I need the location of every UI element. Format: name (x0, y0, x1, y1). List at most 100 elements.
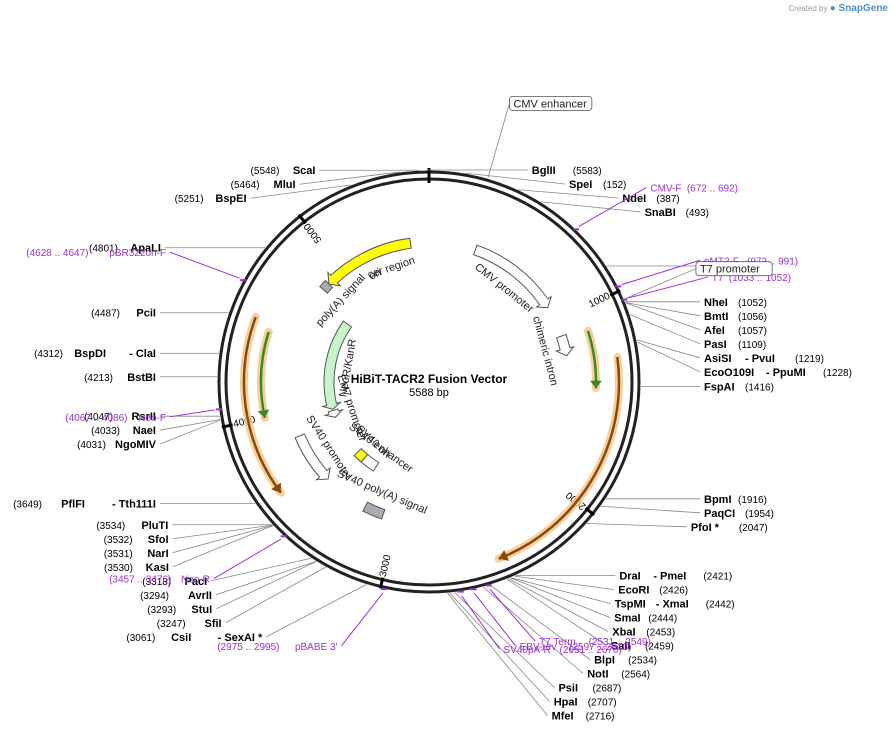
orf-arc[interactable] (259, 331, 270, 419)
orf-arc[interactable] (242, 316, 282, 494)
feature-chimeric-intron[interactable] (554, 333, 576, 357)
primer-name: T7 Term (539, 637, 576, 648)
site-position: (2421) (703, 572, 732, 583)
primer-leader-line (341, 592, 384, 647)
primer-pbr322ori-f[interactable]: pBR322ori-F(4628 .. 4647) (26, 248, 166, 259)
site-position: (2426) (659, 586, 688, 597)
site-position: (3532) (104, 535, 133, 546)
site-pluti[interactable]: PluTI(3534) (96, 520, 168, 532)
site-stui[interactable]: StuI(3293) (147, 604, 212, 616)
site-name-alt: - PmeI (653, 571, 686, 583)
site-psii[interactable]: PsiI(2687) (558, 683, 621, 695)
site-leader-line (506, 578, 608, 646)
site-xbai[interactable]: XbaI(2453) (612, 627, 675, 639)
site-pcii[interactable]: PciI(4487) (91, 308, 156, 320)
site-apali[interactable]: ApaLI(4801) (89, 243, 161, 255)
site-pfoi[interactable]: PfoI *(2047) (691, 522, 768, 534)
site-mlui[interactable]: MluI(5464) (231, 179, 296, 191)
site-sfii[interactable]: SfiI(3247) (157, 618, 222, 630)
site-name-alt: - ClaI (129, 348, 156, 360)
site-name: HpaI (554, 697, 578, 709)
feature-cmv-promoter[interactable] (473, 244, 553, 309)
orf-arc[interactable] (498, 356, 621, 560)
site-asisi[interactable]: AsiSI- PvuI(1219) (704, 353, 824, 365)
primer-t7-term[interactable]: T7 Term(2531 .. 2549) (539, 637, 651, 648)
site-ndei[interactable]: NdeI(387) (622, 193, 679, 205)
site-kasi[interactable]: KasI(3530) (104, 562, 169, 574)
site-leader-line (489, 584, 591, 660)
site-leader-line (629, 314, 701, 345)
primer-ebv-rev[interactable]: EBV-rev(2597 .. 2616) (520, 642, 632, 653)
feature-tag-t7-promoter[interactable]: T7 promoter (695, 261, 773, 277)
site-hpai[interactable]: HpaI(2707) (554, 697, 617, 709)
site-paqci[interactable]: PaqCI(1954) (704, 508, 774, 520)
tag-box (695, 261, 773, 277)
site-position: (2564) (621, 670, 650, 681)
site-position: (1916) (738, 495, 767, 506)
site-nhei[interactable]: NheI(1052) (704, 297, 767, 309)
site-bmti[interactable]: BmtI(1056) (704, 311, 767, 323)
site-naei[interactable]: NaeI(4033) (91, 425, 156, 437)
site-noti[interactable]: NotI(2564) (587, 669, 650, 681)
feature-sv40-promoter[interactable] (294, 433, 331, 481)
snapgene-logo: ● SnapGene (829, 3, 888, 14)
site-leader-line (250, 184, 351, 199)
site-pasi[interactable]: PasI(1109) (704, 339, 766, 351)
feature-ori[interactable] (327, 237, 412, 287)
site-ngomiv[interactable]: NgoMIV(4031) (77, 439, 157, 451)
site-position: (5583) (573, 166, 602, 177)
site-ecori[interactable]: EcoRI(2426) (618, 585, 688, 597)
site-snabi[interactable]: SnaBI(493) (645, 207, 709, 219)
site-avrii[interactable]: AvrII(3294) (140, 590, 212, 602)
feature-em7-promoter[interactable] (323, 408, 344, 418)
site-position: (5464) (231, 180, 260, 191)
primer-name: Neo-F (138, 413, 166, 424)
site-bstbi[interactable]: BstBI(4213) (84, 372, 156, 384)
feature-sv40-poly-a-signal[interactable] (362, 501, 386, 520)
site-blpi[interactable]: BlpI(2534) (594, 655, 657, 667)
site-ecoo109i[interactable]: EcoO109I- PpuMI(1228) (704, 367, 852, 379)
feature-neor-kanr[interactable] (320, 320, 353, 410)
feature-tag-cmv-enhancer[interactable]: CMV enhancer (509, 95, 593, 111)
site-bspei[interactable]: BspEI(5251) (175, 193, 247, 205)
site-leader-line (159, 419, 221, 431)
site-smai[interactable]: SmaI(2444) (614, 613, 677, 625)
site-leader-line (465, 172, 566, 185)
feature-poly-a-signal[interactable] (319, 279, 334, 294)
site-csii[interactable]: - SexAI *CsiI(3061) (126, 632, 263, 644)
site-position: (5548) (251, 166, 280, 177)
site-sali[interactable]: SalI(2459) (611, 641, 674, 653)
site-nari[interactable]: NarI(3531) (104, 548, 169, 560)
site-scai[interactable]: ScaI(5548) (251, 165, 316, 177)
boxed-leader-line (623, 268, 697, 300)
primer-pbabe-3[interactable]: pBABE 3'(2975 .. 2995) (217, 642, 337, 653)
site-position: (3649) (13, 499, 42, 510)
primer-cmv-f[interactable]: CMV-F(672 .. 692) (650, 184, 738, 195)
site-leader-line (518, 189, 619, 199)
primer-neo-r[interactable]: Neo-R(3457 .. 3476) (109, 575, 210, 586)
site-paci[interactable]: PacI(3318) (142, 576, 207, 588)
site-position: (4031) (77, 440, 106, 451)
site-bglii[interactable]: BglII(5583) (532, 165, 602, 177)
site-tspmi[interactable]: TspMI- XmaI(2442) (615, 599, 735, 611)
primer-t7[interactable]: T7(1033 .. 1052) (712, 273, 791, 284)
site-sfoi[interactable]: SfoI(3532) (104, 534, 169, 546)
site-name: PluTI (141, 520, 168, 532)
primer-neo-f[interactable]: Neo-F(4067 .. 4086) (65, 413, 166, 424)
feature-sv40-ori[interactable] (353, 447, 369, 463)
site-rsrii[interactable]: RsrII(4047) (84, 411, 156, 423)
site-drai[interactable]: DraI- PmeI(2421) (619, 571, 732, 583)
site-name: SmaI (614, 613, 640, 625)
site-spei[interactable]: SpeI(152) (569, 179, 626, 191)
site-position: (3293) (147, 605, 176, 616)
site-position: (1057) (738, 326, 767, 337)
site-afei[interactable]: AfeI(1057) (704, 325, 767, 337)
site-name: BspEI (215, 193, 246, 205)
site-fspai[interactable]: FspAI(1416) (704, 382, 774, 394)
site-bpmi[interactable]: BpmI(1916) (704, 494, 767, 506)
site-name: MfeI (552, 711, 574, 723)
site-mfei[interactable]: MfeI(2716) (552, 711, 615, 723)
primer-sv40pa-r[interactable]: SV40pA-R(2651 .. 2670) (504, 645, 622, 656)
